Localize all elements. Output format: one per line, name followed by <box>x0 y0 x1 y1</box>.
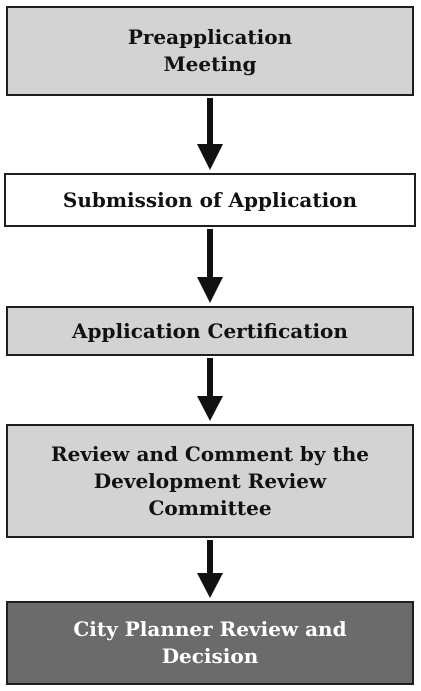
step-label-line: Review and Comment by the <box>50 441 370 466</box>
step-city-planner-review-and-decision: City Planner Review and Decision <box>6 601 414 685</box>
step-label-line: Application Certification <box>72 318 348 343</box>
step-label-line: Submission of Application <box>62 187 358 212</box>
step-label-line: Decision <box>161 644 259 668</box>
step-submission-of-application: Submission of Application <box>4 173 416 227</box>
step-label-line: Meeting <box>163 52 257 76</box>
step-label-line: Preapplication <box>127 25 293 49</box>
down-arrow-icon <box>197 358 223 421</box>
step-preapplication-meeting: Preapplication Meeting <box>6 6 414 96</box>
down-arrow-icon <box>197 540 223 598</box>
step-application-certification: Application Certification <box>6 306 414 356</box>
down-arrow-icon <box>197 98 223 170</box>
down-arrow-icon <box>197 229 223 303</box>
step-review-and-comment: Review and Comment by the Development Re… <box>6 424 414 538</box>
step-label-line: City Planner Review and <box>73 617 347 641</box>
step-label-line: Development Review <box>93 468 327 493</box>
step-label-line: Committee <box>148 495 272 520</box>
